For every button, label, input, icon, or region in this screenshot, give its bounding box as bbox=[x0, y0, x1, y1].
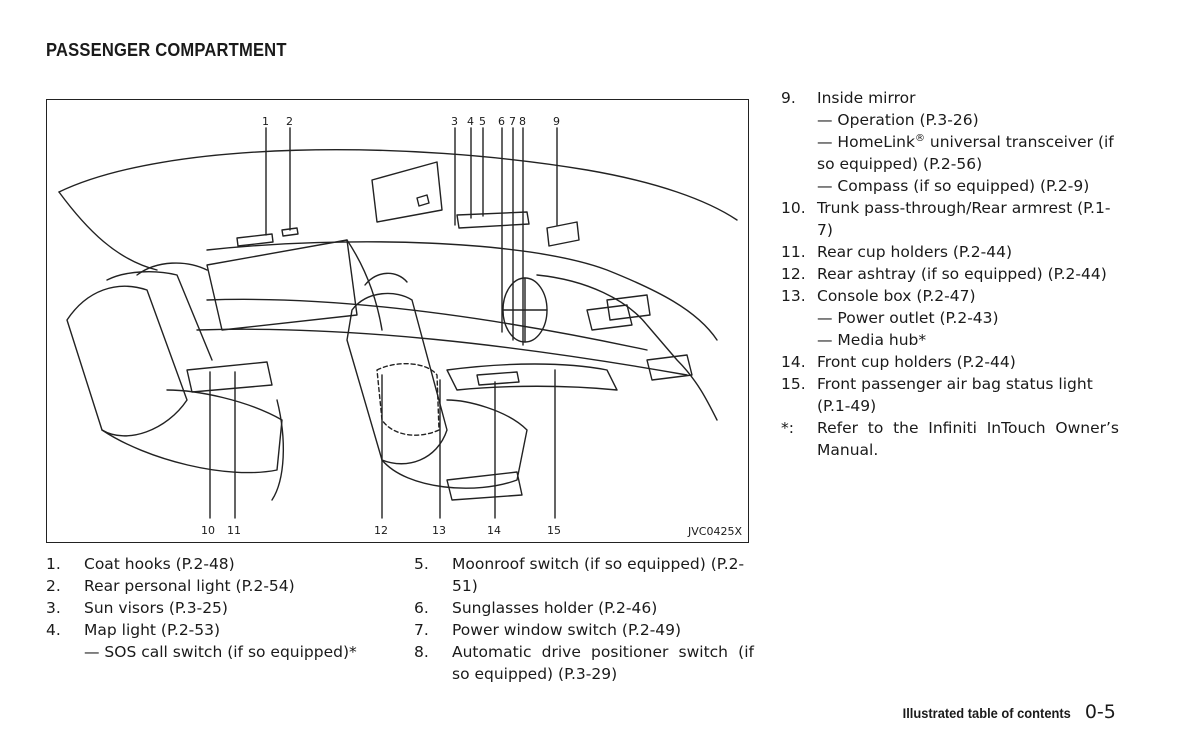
list-item: 10.Trunk pass-through/Rear armrest (P.1-… bbox=[781, 199, 1111, 239]
section-title: PASSENGER COMPARTMENT bbox=[46, 40, 287, 60]
center-console bbox=[446, 363, 618, 391]
car-interior-line-drawing bbox=[58, 127, 738, 519]
list-subitem: — Compass (if so equipped) (P.2-9) bbox=[817, 177, 1090, 195]
list-item: 7.Power window switch (P.2-49) bbox=[414, 621, 682, 639]
callout-5: 5 bbox=[479, 115, 486, 128]
legend-list-middle: 5.Moonroof switch (if so equipped) (P.2-… bbox=[414, 553, 754, 685]
list-subitem: — SOS call switch (if so equipped)* bbox=[84, 643, 357, 661]
callout-14: 14 bbox=[487, 524, 501, 537]
callout-13: 13 bbox=[432, 524, 446, 537]
callout-9: 9 bbox=[553, 115, 560, 128]
list-item: 11.Rear cup holders (P.2-44) bbox=[781, 243, 1013, 261]
callout-2: 2 bbox=[286, 115, 293, 128]
door-line bbox=[206, 298, 648, 351]
page-number: 0-5 bbox=[1084, 701, 1116, 723]
callout-12: 12 bbox=[374, 524, 388, 537]
sun-visor bbox=[371, 161, 443, 223]
list-item: 3.Sun visors (P.3-25) bbox=[46, 599, 228, 617]
list-item: 13.Console box (P.2-47) bbox=[781, 287, 976, 305]
page-footer: Illustrated table of contents 0-5 bbox=[888, 701, 1116, 723]
footer-section-label: Illustrated table of contents bbox=[902, 705, 1071, 721]
registered-mark: ® bbox=[914, 132, 925, 144]
roof-rear-pillar bbox=[58, 191, 158, 271]
dashboard bbox=[536, 274, 718, 421]
callout-15: 15 bbox=[547, 524, 561, 537]
list-item: 6.Sunglasses holder (P.2-46) bbox=[414, 599, 658, 617]
legend-list-right: 9.Inside mirror — Operation (P.3-26) — H… bbox=[781, 87, 1121, 461]
footnote: *:Refer to the Infiniti InTouch Owner’s … bbox=[781, 419, 1119, 459]
callout-4: 4 bbox=[467, 115, 474, 128]
figure-code: JVC0425X bbox=[688, 525, 742, 538]
legend-list-left: 1.Coat hooks (P.2-48) 2.Rear personal li… bbox=[46, 553, 386, 663]
list-item: 8.Automatic drive positioner switch (if … bbox=[414, 643, 754, 683]
passenger-compartment-illustration: 1 2 3 4 5 6 7 8 9 10 11 12 13 14 15 JVC0… bbox=[46, 99, 749, 543]
callout-10: 10 bbox=[201, 524, 215, 537]
callout-6: 6 bbox=[498, 115, 505, 128]
list-item: 15.Front passenger air bag status light … bbox=[781, 375, 1093, 415]
list-item: 9.Inside mirror bbox=[781, 89, 916, 107]
roof-outline bbox=[58, 149, 738, 221]
callout-11: 11 bbox=[227, 524, 241, 537]
inside-mirror bbox=[546, 221, 580, 247]
list-subitem: — Media hub* bbox=[817, 331, 927, 349]
list-item: 14.Front cup holders (P.2-44) bbox=[781, 353, 1016, 371]
list-item: 4.Map light (P.2-53) bbox=[46, 621, 221, 639]
list-item: 12.Rear ashtray (if so equipped) (P.2-44… bbox=[781, 265, 1107, 283]
list-item: 2.Rear personal light (P.2-54) bbox=[46, 577, 295, 595]
callout-3: 3 bbox=[451, 115, 458, 128]
callout-1: 1 bbox=[262, 115, 269, 128]
list-item: 5.Moonroof switch (if so equipped) (P.2-… bbox=[414, 555, 745, 595]
headliner bbox=[206, 241, 718, 341]
front-seat-back bbox=[346, 292, 448, 465]
rear-seat-back bbox=[66, 285, 188, 437]
list-subitem: — Operation (P.3-26) bbox=[817, 111, 979, 129]
list-item: 1.Coat hooks (P.2-48) bbox=[46, 555, 235, 573]
rear-window-frame bbox=[206, 239, 358, 331]
callout-8: 8 bbox=[519, 115, 526, 128]
list-subitem: — HomeLink® universal transceiver (if so… bbox=[817, 132, 1114, 173]
rear-seat-cushion bbox=[101, 389, 283, 474]
callout-7: 7 bbox=[509, 115, 516, 128]
list-subitem: — Power outlet (P.2-43) bbox=[817, 309, 999, 327]
front-seat-cushion bbox=[381, 399, 528, 489]
